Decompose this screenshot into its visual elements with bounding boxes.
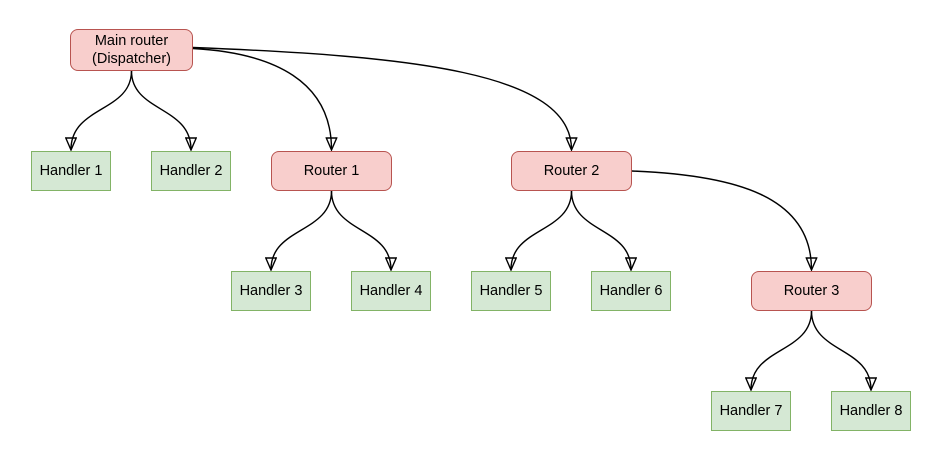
node-label: Router 2 [543,162,600,179]
node-label: Handler 3 [239,282,303,299]
edge-router3-to-handler7 [751,310,813,390]
node-main-router[interactable]: Main router (Dispatcher) [70,29,193,71]
node-router-3[interactable]: Router 3 [751,271,872,311]
node-label: Handler 2 [159,162,223,179]
node-handler-8[interactable]: Handler 8 [831,391,911,431]
node-label: Main router [94,32,169,49]
edge-main-to-handler2 [130,70,192,150]
node-label: Handler 4 [359,282,423,299]
edge-router1-to-handler4 [330,190,392,270]
edge-router2-to-handler5 [511,190,573,270]
node-router-1[interactable]: Router 1 [271,151,392,191]
edge-router1-to-handler3 [271,190,333,270]
node-handler-6[interactable]: Handler 6 [591,271,671,311]
edge-router2-to-router3 [631,170,812,270]
edge-main-to-router1 [192,47,332,150]
node-handler-7[interactable]: Handler 7 [711,391,791,431]
node-label: Handler 7 [719,402,783,419]
node-label: Handler 6 [599,282,663,299]
edge-router3-to-handler8 [810,310,872,390]
node-handler-2[interactable]: Handler 2 [151,151,231,191]
node-handler-1[interactable]: Handler 1 [31,151,111,191]
edge-main-to-router2 [192,46,572,150]
node-label: Handler 8 [839,402,903,419]
node-label: Handler 1 [39,162,103,179]
edge-main-to-handler1 [71,70,133,150]
node-label: Router 3 [783,282,840,299]
node-router-2[interactable]: Router 2 [511,151,632,191]
node-label: Router 1 [303,162,360,179]
node-handler-4[interactable]: Handler 4 [351,271,431,311]
edge-router2-to-handler6 [570,190,632,270]
node-label: Handler 5 [479,282,543,299]
node-handler-5[interactable]: Handler 5 [471,271,551,311]
node-handler-3[interactable]: Handler 3 [231,271,311,311]
node-label: (Dispatcher) [92,51,171,67]
